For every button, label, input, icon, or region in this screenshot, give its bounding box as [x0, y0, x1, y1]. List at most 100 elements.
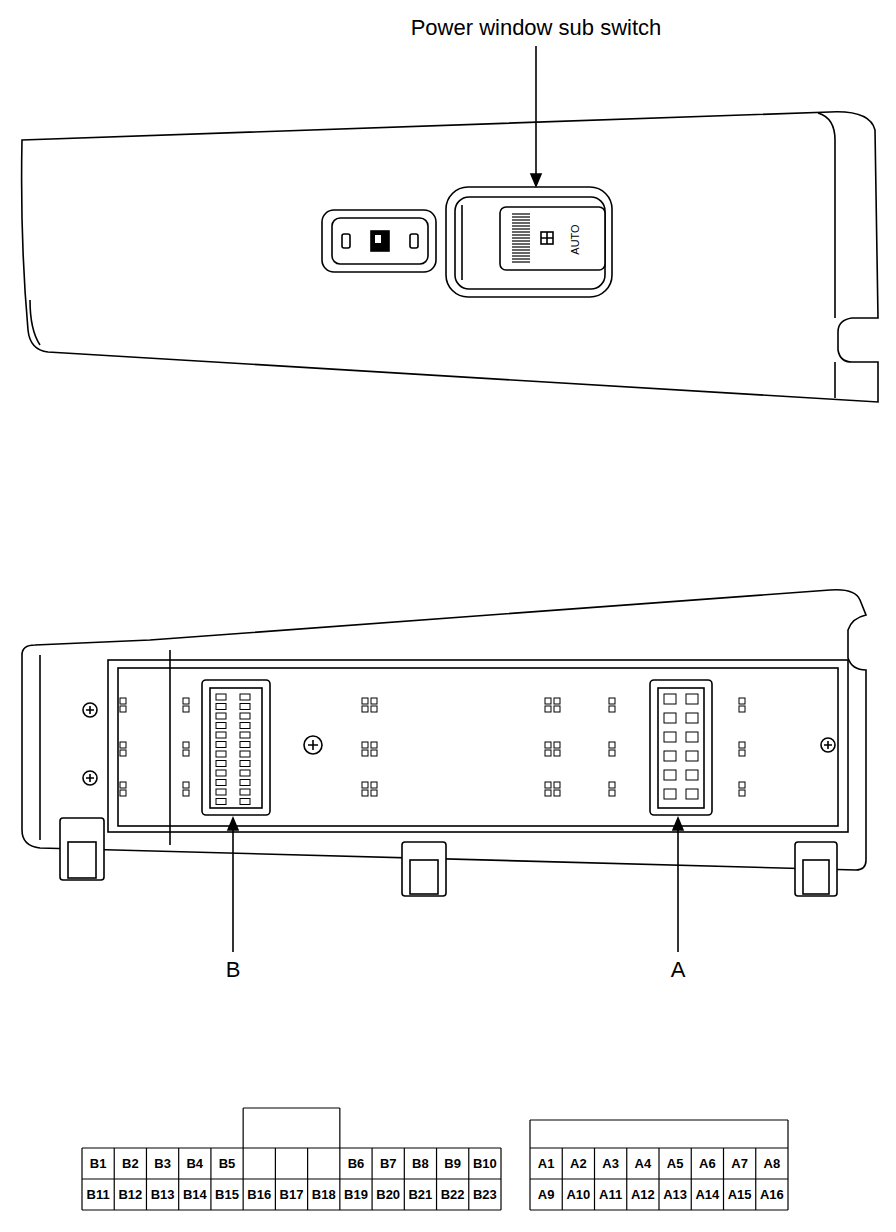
pin-number: B2: [122, 1157, 139, 1170]
window-switch-bezel: [461, 205, 463, 280]
pin-number: B7: [380, 1157, 397, 1170]
lock-icon: [371, 231, 389, 251]
table-line: [404, 1148, 405, 1210]
housing-hole: [739, 742, 745, 748]
lock-slot: [410, 234, 418, 248]
rear-panel: [22, 590, 866, 952]
pin-number: A7: [731, 1157, 748, 1170]
housing-holes: [120, 698, 745, 796]
knob-rib: [512, 246, 530, 247]
connector-b: [202, 680, 270, 815]
connector-pin: [686, 694, 698, 704]
lock-switch-bezel: [322, 210, 436, 272]
callout-label: Power window sub switch: [411, 17, 662, 39]
housing-hole: [362, 698, 368, 704]
table-line: [594, 1148, 595, 1210]
pin-number: B17: [280, 1188, 304, 1201]
housing-hole: [609, 742, 615, 748]
connector-letter: A: [671, 959, 686, 981]
housing-hole: [120, 742, 126, 748]
table-line: [691, 1148, 692, 1210]
housing-hole: [371, 790, 377, 796]
pin-number: B15: [215, 1188, 239, 1201]
table-line: [243, 1148, 244, 1210]
clip-tab: [410, 860, 438, 894]
connector-pin: [216, 799, 226, 805]
switch-housing: [118, 668, 838, 826]
pin-number: B6: [348, 1157, 365, 1170]
housing-hole: [739, 706, 745, 712]
pin-number: B8: [412, 1157, 429, 1170]
connector-pin: [216, 732, 226, 738]
connector-pin: [664, 694, 676, 704]
housing-hole: [609, 706, 615, 712]
table-line: [81, 1148, 82, 1210]
pin-number: B10: [473, 1157, 497, 1170]
connector-pin: [686, 713, 698, 723]
pin-number: B19: [344, 1188, 368, 1201]
housing-hole: [120, 706, 126, 712]
pin-number: B11: [87, 1188, 110, 1201]
window-icon: [541, 232, 553, 244]
connector-a: [658, 688, 704, 808]
lock-switch: [332, 218, 428, 264]
housing-hole: [609, 750, 615, 756]
table-line: [275, 1148, 276, 1210]
pin-number: A14: [695, 1188, 719, 1201]
connector-pin: [216, 761, 226, 767]
table-line: [339, 1108, 340, 1148]
connector-pin: [240, 723, 250, 729]
knob-rib: [512, 258, 530, 259]
pin-number: A1: [538, 1157, 555, 1170]
knob-rib: [512, 261, 530, 262]
pin-number: B14: [183, 1188, 207, 1201]
knob-rib: [512, 240, 530, 241]
connector-pin: [240, 780, 250, 786]
screw-slot: [86, 706, 832, 782]
housing-hole: [545, 782, 551, 788]
switch-marking: AUTO: [569, 224, 580, 254]
trim-edge: [30, 300, 40, 345]
housing-hole: [371, 742, 377, 748]
knob-rib: [512, 222, 530, 223]
pin-number: A2: [570, 1157, 587, 1170]
knob-ribs: [512, 214, 530, 262]
knob-rib: [512, 255, 530, 256]
connector-pin: [240, 704, 250, 710]
connector-pin: [216, 723, 226, 729]
connector-pin: [240, 789, 250, 795]
pin-number: B4: [186, 1157, 203, 1170]
window-switch-knob: [500, 207, 605, 270]
housing-hole: [183, 790, 189, 796]
housing-hole: [545, 790, 551, 796]
connector-pin: [216, 780, 226, 786]
leader-line: [677, 828, 679, 952]
pin-number: A4: [635, 1157, 652, 1170]
lock-icon: [375, 235, 381, 243]
housing-hole: [554, 742, 560, 748]
table-line: [529, 1120, 530, 1210]
housing-hole: [120, 782, 126, 788]
connector-pin: [664, 732, 676, 742]
connector-pin: [216, 789, 226, 795]
pin-number: A12: [631, 1188, 655, 1201]
pin-number: B13: [151, 1188, 175, 1201]
switch-housing: [108, 660, 848, 832]
knob-rib: [512, 237, 530, 238]
pin-number: A10: [566, 1188, 590, 1201]
connector-pin: [664, 751, 676, 761]
connector-pin: [664, 713, 676, 723]
knob-rib: [512, 228, 530, 229]
housing-hole: [554, 790, 560, 796]
housing-hole: [120, 698, 126, 704]
knob-rib: [512, 216, 530, 217]
housing-hole: [554, 750, 560, 756]
connector-pin: [240, 761, 250, 767]
table-line: [82, 1147, 501, 1148]
connector-pin: [216, 751, 226, 757]
connector-a: [650, 680, 712, 815]
pin-number: B3: [154, 1157, 171, 1170]
housing-hole: [362, 750, 368, 756]
